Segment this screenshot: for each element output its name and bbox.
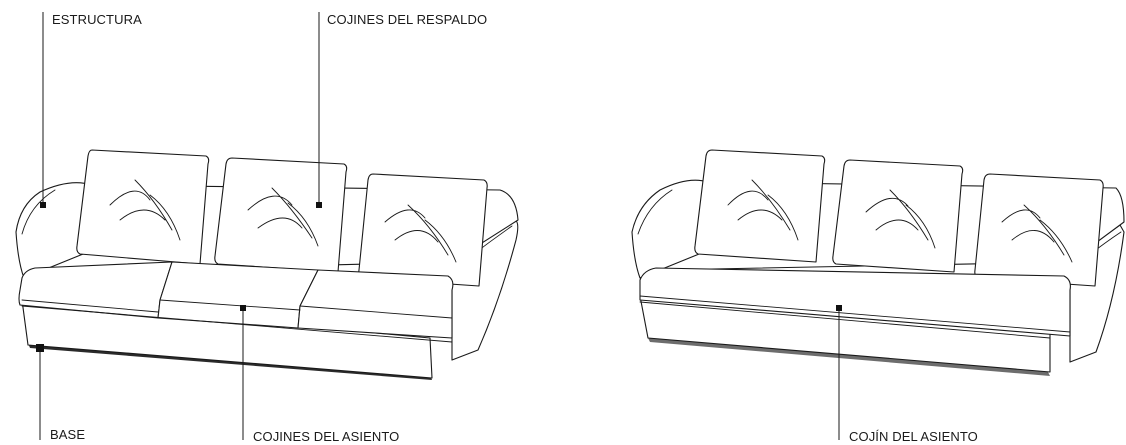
label-cojin-asiento: COJÍN DEL ASIENTO: [849, 429, 978, 444]
right-sofa-base-strip: [648, 338, 1050, 376]
left-sofa: [15, 149, 519, 380]
marker-cojin-asiento: [836, 305, 842, 311]
left-sofa-seat-cushion-2: [157, 261, 319, 329]
label-estructura: ESTRUCTURA: [52, 12, 142, 27]
callouts: [36, 12, 842, 440]
marker-cojines-asiento: [240, 305, 246, 311]
right-sofa-left-arm: [631, 179, 709, 279]
right-sofa-back-cushion-1: [694, 149, 826, 263]
right-sofa: [631, 149, 1125, 376]
left-sofa-seat-cushion-3: [297, 269, 454, 339]
left-sofa-back-cushion-1: [76, 149, 210, 265]
label-cojines-asiento: COJINES DEL ASIENTO: [253, 429, 400, 444]
marker-estructura: [40, 202, 46, 208]
marker-base: [36, 344, 44, 352]
label-base: BASE: [50, 427, 86, 442]
left-sofa-left-arm: [15, 182, 93, 279]
label-cojines-respaldo: COJINES DEL RESPALDO: [327, 12, 488, 27]
left-sofa-back-cushion-3: [358, 173, 488, 287]
right-sofa-seat-cushion: [639, 267, 1071, 337]
right-sofa-back-cushion-3: [974, 173, 1104, 287]
marker-cojines-respaldo: [316, 202, 322, 208]
right-sofa-back-cushion-2: [832, 159, 964, 273]
left-sofa-back-cushion-2: [214, 157, 348, 273]
